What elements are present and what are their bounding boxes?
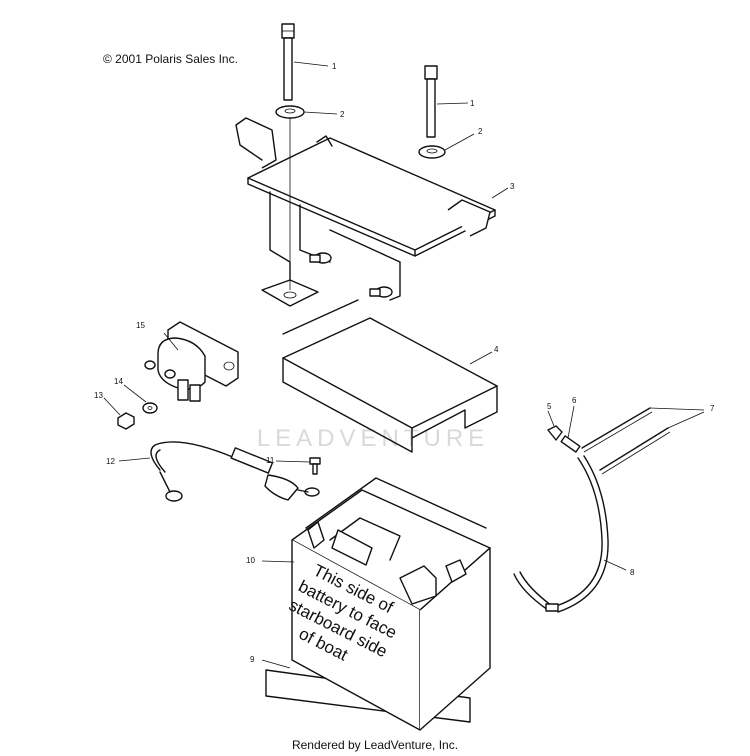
callout-4: 4 <box>494 345 499 354</box>
watermark-text: LEADVENTURE <box>257 425 489 452</box>
washer-right <box>418 145 446 159</box>
washer-small <box>142 402 158 414</box>
callout-13: 13 <box>94 391 103 400</box>
callout-9: 9 <box>250 655 255 664</box>
callout-12: 12 <box>106 457 115 466</box>
bolt-right <box>424 65 438 138</box>
nut <box>117 412 135 430</box>
callout-7: 7 <box>710 404 715 413</box>
callout-11: 11 <box>266 456 275 465</box>
callout-numbers: 1 2 1 2 3 4 15 14 13 12 11 5 6 7 8 9 10 <box>94 62 715 664</box>
lead-wire <box>513 455 609 613</box>
callout-6: 6 <box>572 396 577 405</box>
clip <box>547 425 563 441</box>
leader-lines <box>103 61 705 669</box>
fuse-holder <box>560 435 581 453</box>
footer-text: Rendered by LeadVenture, Inc. <box>291 738 459 752</box>
callout-1b: 1 <box>470 99 475 108</box>
battery-cover <box>282 299 498 453</box>
bolt-left <box>281 23 295 101</box>
battery <box>291 477 491 731</box>
callout-15: 15 <box>136 321 145 330</box>
callout-3: 3 <box>510 182 515 191</box>
callout-1a: 1 <box>332 62 337 71</box>
solenoid <box>144 321 239 402</box>
battery-bracket <box>235 117 496 307</box>
screw <box>309 457 321 475</box>
callout-14: 14 <box>114 377 123 386</box>
callout-2b: 2 <box>478 127 483 136</box>
battery-cable <box>150 441 320 502</box>
callout-5: 5 <box>547 402 552 411</box>
copyright-text: © 2001 Polaris Sales Inc. <box>103 52 238 66</box>
callout-2a: 2 <box>340 110 345 119</box>
callout-8: 8 <box>630 568 635 577</box>
washer-left <box>275 105 305 119</box>
callout-10: 10 <box>246 556 255 565</box>
cable-ties <box>581 407 671 475</box>
